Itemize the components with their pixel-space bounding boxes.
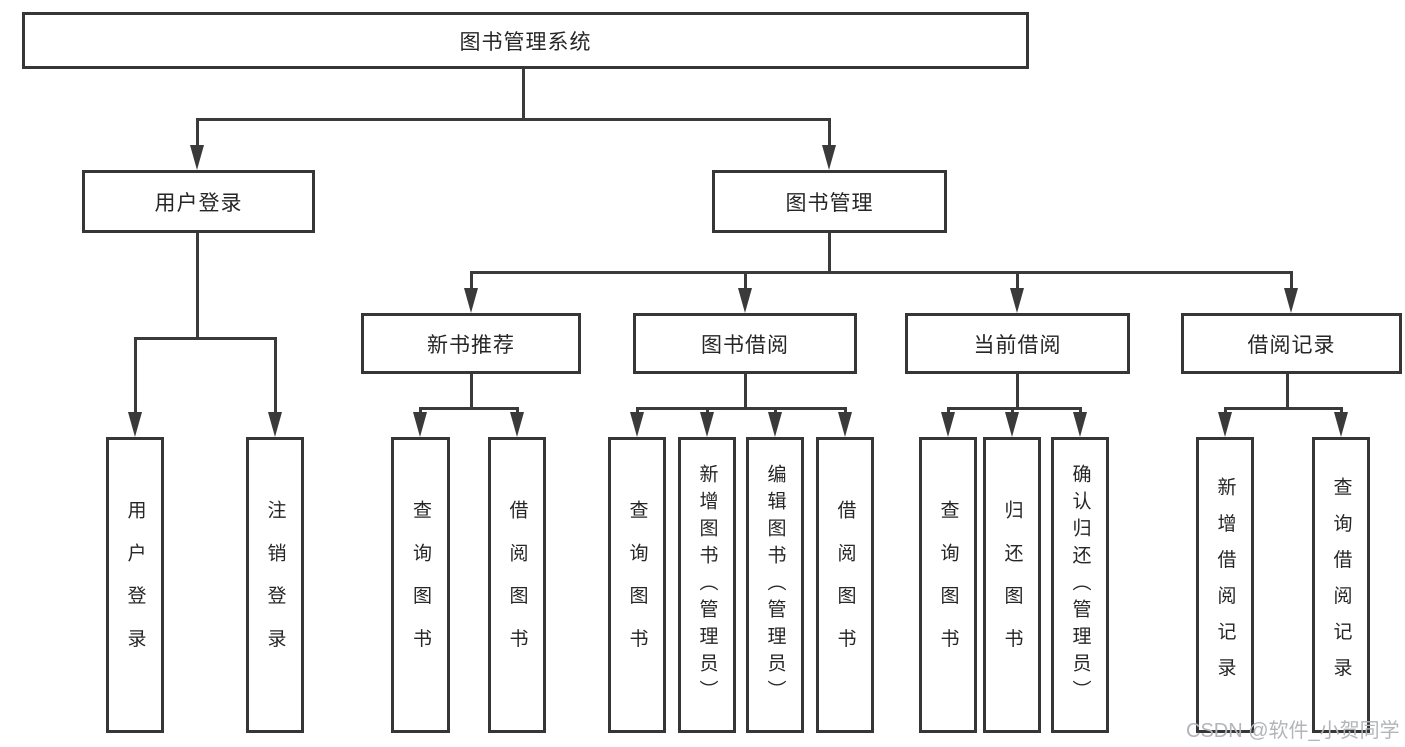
leaf-confirm-return-admin: 确认归还（管理员）: [1051, 437, 1109, 733]
node-library-system: 图书管理系统: [22, 12, 1029, 69]
connector-root-hline: [196, 118, 830, 121]
leaf-borrow-books-label: 借阅图书: [834, 499, 856, 671]
node-library-system-label: 图书管理系统: [459, 30, 592, 54]
leaf-add-books-admin: 新增图书（管理员）: [678, 437, 736, 733]
node-borrow-records: 借阅记录: [1181, 313, 1402, 374]
arrow-down-icon: [1284, 288, 1298, 313]
arrow-down-icon: [268, 412, 282, 437]
arrow-down-icon: [768, 412, 782, 437]
node-book-borrow-label: 图书借阅: [701, 333, 789, 357]
connector-bookmgmt-hline: [470, 271, 1291, 274]
leaf-query-books-recommend: 查询图书: [391, 437, 450, 733]
arrow-down-icon: [1218, 412, 1232, 437]
connector-records-hline: [1224, 407, 1342, 410]
leaf-edit-books-admin: 编辑图书（管理员）: [746, 437, 804, 733]
connector-userlogin-shaft-2: [274, 337, 277, 415]
leaf-logout-label: 注销登录: [264, 499, 286, 671]
connector-borrow-stub: [744, 374, 747, 409]
leaf-logout: 注销登录: [246, 437, 304, 733]
node-book-management-label: 图书管理: [785, 191, 874, 215]
leaf-query-books-borrow: 查询图书: [608, 437, 666, 733]
connector-current-stub: [1016, 374, 1019, 409]
connector-userlogin-shaft-1: [134, 337, 137, 415]
connector-current-hline: [947, 407, 1081, 410]
leaf-borrow-books: 借阅图书: [816, 437, 874, 733]
leaf-query-books-borrow-label: 查询图书: [626, 499, 648, 671]
node-current-borrow: 当前借阅: [905, 313, 1130, 374]
connector-root-left-shaft: [196, 118, 199, 150]
arrow-down-icon: [510, 412, 524, 437]
node-book-borrow: 图书借阅: [633, 313, 857, 374]
arrow-down-icon: [464, 288, 478, 313]
connector-bookmgmt-shaft-4: [1290, 271, 1293, 291]
arrow-down-icon: [1073, 412, 1087, 437]
node-borrow-records-label: 借阅记录: [1247, 333, 1336, 357]
csdn-watermark: CSDN @软件_小贺同学: [1186, 720, 1400, 742]
arrow-down-icon: [1010, 288, 1024, 313]
node-current-borrow-label: 当前借阅: [973, 333, 1062, 357]
leaf-edit-books-admin-label: 编辑图书（管理员）: [764, 463, 786, 707]
arrow-down-icon: [838, 412, 852, 437]
leaf-query-books-current: 查询图书: [919, 437, 977, 733]
leaf-user-login-label: 用户登录: [124, 499, 146, 671]
node-book-management: 图书管理: [712, 170, 947, 233]
leaf-borrow-books-recommend-label: 借阅图书: [506, 499, 528, 671]
connector-bookmgmt-shaft-2: [744, 271, 747, 291]
leaf-add-books-admin-label: 新增图书（管理员）: [696, 463, 718, 707]
arrow-down-icon: [738, 288, 752, 313]
arrow-down-icon: [700, 412, 714, 437]
leaf-confirm-return-admin-label: 确认归还（管理员）: [1069, 463, 1091, 707]
arrow-down-icon: [413, 412, 427, 437]
arrow-down-icon: [1334, 412, 1348, 437]
connector-root-stub: [522, 69, 525, 120]
arrow-down-icon: [128, 412, 142, 437]
node-user-login: 用户登录: [82, 170, 315, 233]
leaf-return-books: 归还图书: [983, 437, 1041, 733]
arrow-down-icon: [190, 145, 204, 170]
arrow-down-icon: [941, 412, 955, 437]
leaf-query-books-recommend-label: 查询图书: [410, 499, 431, 671]
leaf-add-borrow-record: 新增借阅记录: [1196, 437, 1254, 733]
connector-bookmgmt-shaft-3: [1016, 271, 1019, 291]
leaf-query-borrow-record: 查询借阅记录: [1312, 437, 1370, 733]
leaf-borrow-books-recommend: 借阅图书: [488, 437, 546, 733]
connector-userlogin-hline: [134, 337, 277, 340]
node-new-book-recommend-label: 新书推荐: [427, 333, 515, 357]
node-new-book-recommend: 新书推荐: [361, 313, 581, 374]
connector-records-stub: [1286, 374, 1289, 409]
connector-userlogin-stub: [196, 233, 199, 339]
arrow-down-icon: [1005, 412, 1019, 437]
leaf-return-books-label: 归还图书: [1001, 499, 1023, 671]
leaf-query-borrow-record-label: 查询借阅记录: [1330, 476, 1352, 694]
arrow-down-icon: [630, 412, 644, 437]
arrow-down-icon: [822, 145, 836, 170]
leaf-user-login: 用户登录: [106, 437, 164, 733]
connector-borrow-hline: [636, 407, 846, 410]
leaf-query-books-current-label: 查询图书: [937, 499, 959, 671]
node-user-login-label: 用户登录: [154, 191, 243, 215]
connector-root-right-shaft: [828, 118, 831, 150]
connector-recommend-stub: [470, 374, 473, 409]
leaf-add-borrow-record-label: 新增借阅记录: [1214, 476, 1236, 694]
connector-bookmgmt-stub: [828, 233, 831, 273]
connector-bookmgmt-shaft-1: [470, 271, 473, 291]
connector-recommend-hline: [419, 407, 518, 410]
